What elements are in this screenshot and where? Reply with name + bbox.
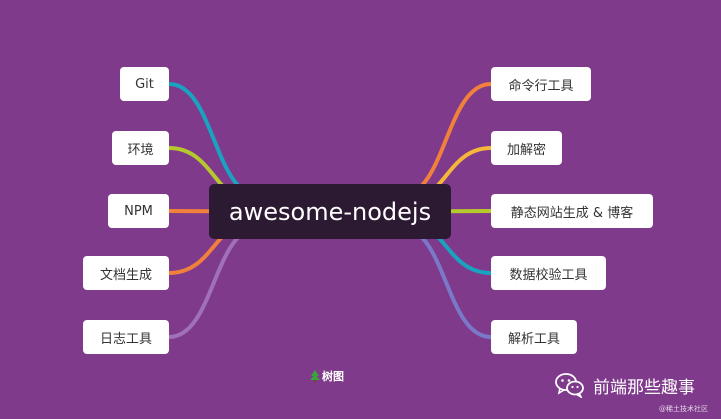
center-label: awesome-nodejs: [228, 197, 432, 226]
node-static-site-blog[interactable]: 静态网站生成 & 博客: [491, 194, 653, 228]
node-parsing-tools[interactable]: 解析工具: [491, 320, 577, 354]
node-label: 日志工具: [99, 331, 152, 347]
node-label: 解析工具: [507, 331, 560, 347]
node-label: NPM: [124, 203, 153, 219]
node-crypto[interactable]: 加解密: [491, 131, 562, 165]
node-environment[interactable]: 环境: [112, 131, 169, 165]
node-label: 数据校验工具: [509, 267, 588, 283]
logo-label: 树图: [322, 370, 344, 383]
node-label: 静态网站生成 & 博客: [510, 205, 634, 221]
node-label: 加解密: [506, 142, 546, 158]
node-data-validation[interactable]: 数据校验工具: [491, 256, 606, 290]
wechat-icon: [555, 373, 584, 398]
wechat-watermark: 前端那些趣事: [555, 372, 695, 398]
shutu-logo: 树图: [310, 368, 344, 384]
node-label: 文档生成: [99, 267, 152, 283]
watermark-title: 前端那些趣事: [593, 377, 695, 398]
node-npm[interactable]: NPM: [108, 194, 169, 228]
node-cli-tools[interactable]: 命令行工具: [491, 67, 591, 101]
node-logging-tools[interactable]: 日志工具: [83, 320, 169, 354]
node-label: Git: [135, 76, 154, 92]
center-node[interactable]: awesome-nodejs: [209, 184, 451, 239]
node-label: 命令行工具: [508, 78, 574, 94]
node-doc-generation[interactable]: 文档生成: [83, 256, 169, 290]
tree-icon: [310, 370, 320, 382]
watermark-subtitle: @稀土技术社区: [659, 405, 708, 413]
node-git[interactable]: Git: [120, 67, 169, 101]
node-label: 环境: [127, 142, 154, 158]
